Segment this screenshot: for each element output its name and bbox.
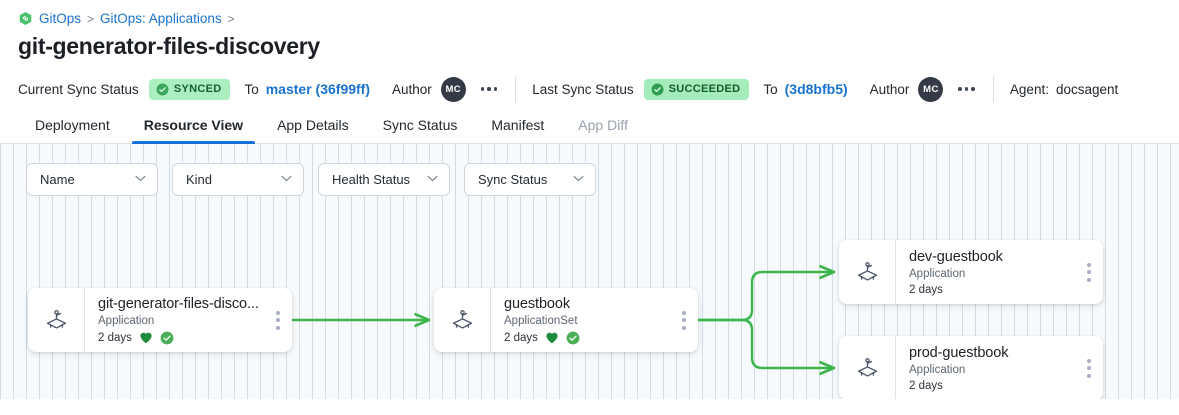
graph-node-dev[interactable]: dev-guestbook Application 2 days — [839, 239, 1103, 305]
page-title: git-generator-files-discovery — [18, 33, 320, 59]
node-kind: Application — [909, 363, 966, 376]
resource-graph-canvas[interactable]: Name Kind Health Status Sync Status — [0, 144, 1179, 399]
breadcrumb-separator: > — [227, 11, 235, 26]
tab-app-diff: App Diff — [578, 117, 628, 133]
check-circle-icon — [651, 83, 664, 96]
node-kind: Application — [909, 267, 966, 280]
node-title: git-generator-files-disco... — [98, 295, 259, 312]
kebab-menu-icon[interactable] — [268, 310, 282, 330]
breadcrumb-item-applications[interactable]: GitOps: Applications — [100, 11, 222, 26]
chevron-down-icon — [573, 175, 584, 185]
kebab-menu-icon[interactable] — [674, 310, 688, 330]
divider — [992, 76, 994, 102]
ellipsis-horizontal-icon[interactable] — [479, 81, 500, 97]
node-title: prod-guestbook — [909, 344, 1009, 361]
agent-label: Agent: — [1009, 81, 1049, 97]
avatar: MC — [440, 76, 466, 102]
graph-node-prod[interactable]: prod-guestbook Application 2 days — [839, 335, 1103, 399]
kebab-menu-icon[interactable] — [1079, 358, 1093, 378]
chevron-down-icon — [281, 175, 292, 185]
filter-name[interactable]: Name — [26, 163, 158, 196]
breadcrumb-item-gitops[interactable]: GitOps — [39, 11, 82, 26]
current-revision-link[interactable]: master (36f99ff) — [265, 81, 370, 97]
node-title: dev-guestbook — [909, 248, 1003, 265]
last-sync-status-label: Last Sync Status — [532, 81, 634, 97]
filter-sync-status[interactable]: Sync Status — [464, 163, 596, 196]
gitops-hex-icon — [18, 11, 33, 26]
graph-node-root[interactable]: git-generator-files-disco... Application… — [28, 286, 292, 354]
edge-appset-to-prod — [695, 318, 833, 368]
ellipsis-horizontal-icon[interactable] — [956, 81, 977, 97]
current-author-label: Author — [392, 81, 432, 97]
current-to-label: To — [244, 81, 259, 97]
argo-application-icon — [434, 308, 490, 333]
tab-sync-status[interactable]: Sync Status — [382, 117, 458, 133]
chevron-down-icon — [427, 175, 438, 185]
divider — [515, 76, 517, 102]
status-bar: Current Sync Status SYNCED To master (36… — [0, 60, 1179, 106]
node-age: 2 days — [909, 283, 943, 296]
synced-check-icon — [160, 331, 174, 345]
filter-bar: Name Kind Health Status Sync Status — [26, 163, 596, 196]
agent-value: docsagent — [1055, 81, 1119, 97]
filter-health-status[interactable]: Health Status — [318, 163, 450, 196]
breadcrumb-separator: > — [87, 11, 95, 26]
chevron-down-icon — [135, 175, 146, 185]
last-revision-link[interactable]: (3d8bfb5) — [784, 81, 848, 97]
avatar: MC — [918, 76, 944, 102]
filter-name-label: Name — [40, 172, 75, 187]
breadcrumb: GitOps > GitOps: Applications > — [0, 0, 1179, 26]
argo-application-icon — [839, 356, 895, 381]
filter-health-status-label: Health Status — [332, 172, 411, 187]
healthy-heart-icon — [139, 331, 153, 344]
node-age: 2 days — [909, 379, 943, 392]
node-title: guestbook — [504, 295, 571, 312]
check-circle-icon — [156, 83, 169, 96]
node-age: 2 days — [98, 331, 132, 344]
node-age: 2 days — [504, 331, 538, 344]
node-kind: ApplicationSet — [504, 314, 578, 327]
healthy-heart-icon — [545, 331, 559, 344]
edge-appset-to-dev — [695, 272, 833, 322]
current-sync-status-badge-text: SYNCED — [173, 83, 222, 95]
tab-resource-view[interactable]: Resource View — [127, 117, 260, 144]
current-sync-status-badge: SYNCED — [148, 78, 231, 100]
filter-sync-status-label: Sync Status — [478, 172, 548, 187]
last-to-label: To — [763, 81, 778, 97]
filter-kind[interactable]: Kind — [172, 163, 304, 196]
argo-application-icon — [28, 308, 84, 333]
tab-manifest[interactable]: Manifest — [491, 117, 545, 133]
current-sync-status-label: Current Sync Status — [18, 81, 139, 97]
graph-edges — [291, 144, 1179, 399]
kebab-menu-icon[interactable] — [1079, 262, 1093, 282]
synced-check-icon — [566, 331, 580, 345]
tab-deployment[interactable]: Deployment — [35, 117, 110, 133]
last-sync-status-badge: SUCCEEDED — [643, 78, 750, 100]
tab-app-details[interactable]: App Details — [277, 117, 349, 133]
graph-node-appset[interactable]: guestbook ApplicationSet 2 days — [434, 286, 698, 354]
node-kind: Application — [98, 314, 155, 327]
last-author-label: Author — [869, 81, 910, 97]
argo-application-icon — [839, 260, 895, 285]
tab-bar: Deployment Resource View App Details Syn… — [0, 106, 1179, 144]
filter-kind-label: Kind — [186, 172, 213, 187]
last-sync-status-badge-text: SUCCEEDED — [668, 83, 741, 95]
